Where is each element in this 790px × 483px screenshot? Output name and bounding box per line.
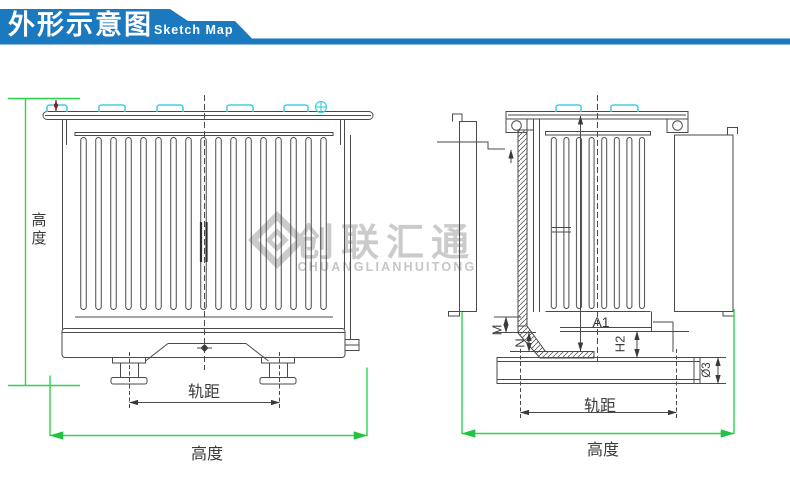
side-rail-label: Ø3: [701, 362, 713, 378]
front-radiator-fins: [74, 132, 334, 318]
front-green-dimensions: [8, 97, 368, 440]
front-bottom-tank: [61, 328, 360, 362]
side-h2-label: H2: [612, 335, 628, 353]
side-gauge-label: 轨距: [583, 398, 617, 415]
front-height-label: 高度: [29, 212, 47, 248]
side-left-radiator: [448, 113, 477, 317]
front-width-label: 高度: [190, 446, 224, 463]
page-title: 外形示意图: [8, 10, 153, 40]
front-view-drawing: [8, 95, 374, 440]
side-right-radiator: [674, 127, 738, 317]
side-radiator-fins: [545, 131, 651, 312]
side-tank-lid: [505, 111, 689, 133]
page-subtitle: Sketch Map: [154, 23, 234, 37]
side-a1-label: A1: [592, 314, 610, 330]
side-n-label: N: [512, 338, 528, 348]
side-dimensions: [437, 115, 726, 416]
side-m-label: M: [489, 324, 505, 336]
side-width-label: 高度: [586, 442, 620, 459]
side-view-drawing: [437, 95, 738, 438]
side-base-rail: [496, 349, 701, 418]
oil-plug-icon: [314, 100, 328, 114]
front-right-wheel: [259, 357, 297, 385]
front-gauge-dimension: [129, 352, 280, 409]
side-tank-wall-section: [517, 119, 595, 359]
side-green-dimensions: [461, 309, 735, 438]
side-bushing-terminals: [555, 104, 639, 112]
front-left-wheel: [110, 357, 148, 385]
front-tank-lid: [42, 111, 374, 120]
front-tank-walls: [62, 119, 351, 339]
watermark-brand-en: CHUANGLIANHUITONG: [297, 260, 477, 274]
front-bushing-terminals: [46, 104, 309, 112]
front-gauge-label: 轨距: [187, 384, 221, 401]
